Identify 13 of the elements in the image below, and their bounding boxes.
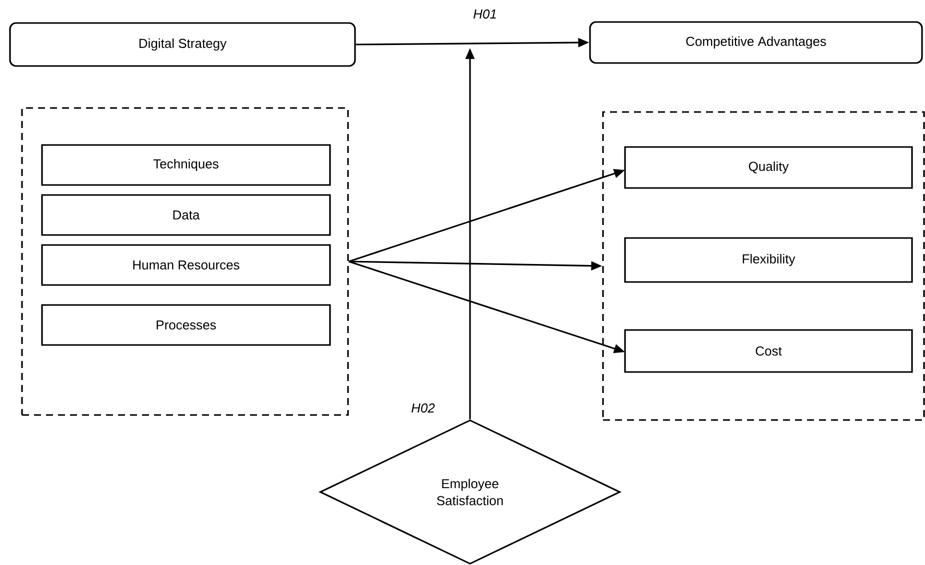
edge-label: H02 [410, 402, 436, 414]
factor-box: Quality [624, 146, 913, 189]
factor-box: Human Resources [41, 244, 331, 286]
factor-box: Data [41, 194, 331, 236]
factor-box: Techniques [41, 144, 331, 186]
rounded-box: Competitive Advantages [589, 21, 923, 64]
rounded-box: Digital Strategy [9, 22, 356, 67]
edge-label: H01 [472, 8, 498, 20]
factor-box: Processes [41, 304, 331, 346]
dashed-group-box [21, 107, 349, 416]
dashed-group-box [602, 111, 925, 421]
factor-box: Flexibility [624, 237, 913, 283]
factor-box: Cost [624, 329, 913, 373]
